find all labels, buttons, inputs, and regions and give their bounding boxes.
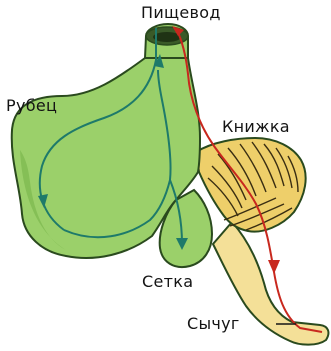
esophagus-label: Пищевод [141,3,221,22]
reticulum-label: Сетка [142,272,193,291]
abomasum-label: Сычуг [187,314,240,333]
omasum-label: Книжка [222,117,290,136]
rumen-label: Рубец [6,96,57,115]
